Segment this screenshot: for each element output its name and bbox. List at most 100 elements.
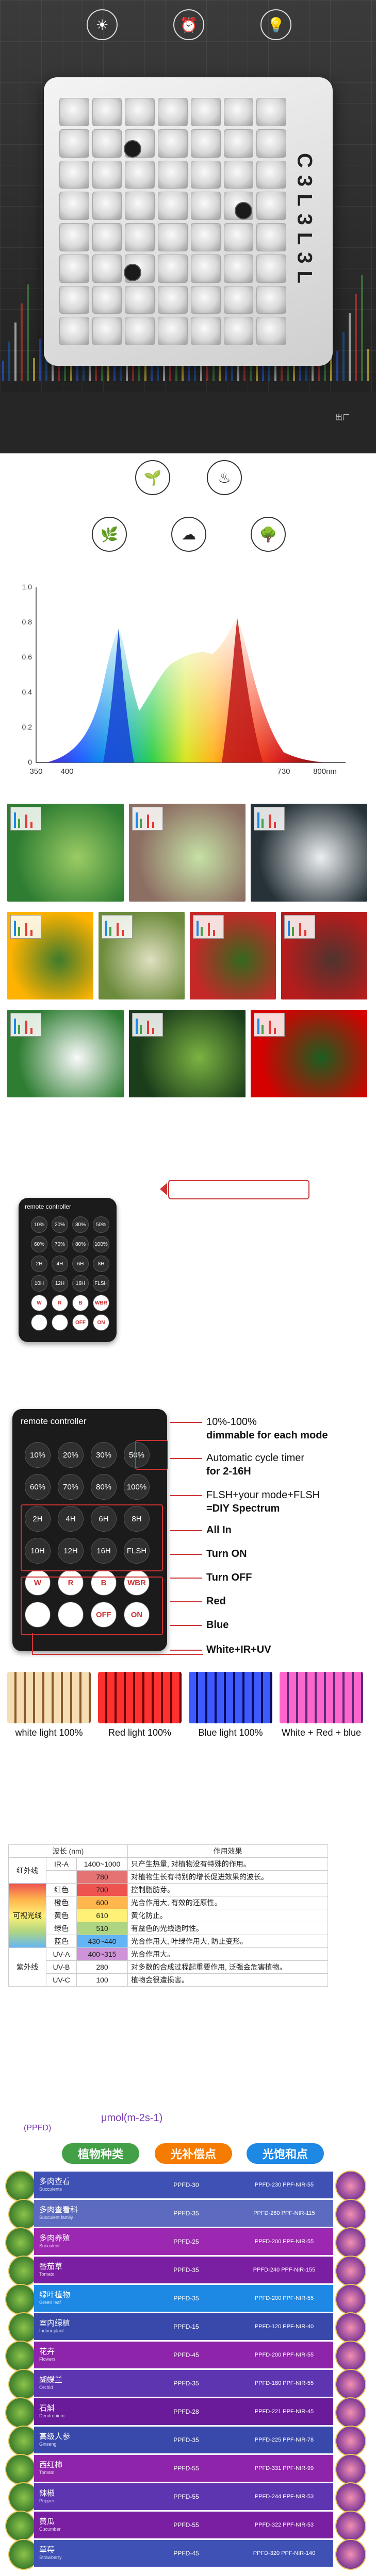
remote-button[interactable] — [25, 1602, 51, 1628]
remote-button[interactable]: 2H — [31, 1256, 47, 1272]
light-mode-label: Blue light 100% — [198, 1727, 263, 1738]
remote-button[interactable]: WBR — [93, 1295, 109, 1311]
led-cell — [223, 129, 254, 158]
remote-button[interactable]: R — [58, 1570, 84, 1596]
remote-button[interactable]: 20% — [58, 1442, 84, 1468]
saturation-cell: PPFD-230 PPF-NIR-55 — [254, 2182, 314, 2188]
plant-thumbnail — [335, 2426, 366, 2456]
compensation-cell: PPFD-15 — [173, 2323, 199, 2330]
remote-button[interactable]: R — [52, 1295, 68, 1311]
spectrum-spike — [336, 351, 338, 381]
plant-name-cn: 室内绿植 — [39, 2319, 71, 2328]
remote-button[interactable]: 10% — [25, 1442, 51, 1468]
remote-button[interactable]: 70% — [58, 1474, 84, 1500]
bulb-icon: 💡 — [260, 9, 291, 40]
mini-spectrum-icon — [102, 915, 133, 939]
remote-button[interactable]: 4H — [52, 1256, 68, 1272]
remote-button[interactable]: OFF — [72, 1314, 89, 1331]
remote-button[interactable]: 12H — [52, 1275, 68, 1292]
remote-button[interactable]: B — [91, 1570, 117, 1596]
led-cell — [92, 160, 122, 189]
remote-button[interactable]: 8H — [93, 1256, 109, 1272]
led-cell — [223, 285, 254, 314]
remote-button[interactable]: 80% — [72, 1236, 89, 1252]
remote-button[interactable]: 12H — [58, 1538, 84, 1564]
remote-label-box — [168, 1180, 309, 1199]
remote-button[interactable]: 2H — [25, 1506, 51, 1532]
y-tick-label: 0.2 — [22, 723, 32, 731]
led-cell — [59, 160, 89, 189]
plant-name-en: Pepper — [39, 2498, 55, 2503]
plant-name-en: Succulent — [39, 2243, 60, 2248]
compensation-cell: PPFD-35 — [173, 2436, 199, 2444]
sun-icon: ☀ — [87, 9, 118, 40]
led-cell — [190, 285, 221, 314]
remote-button[interactable]: 100% — [124, 1474, 150, 1500]
remote-button[interactable]: 10H — [25, 1538, 51, 1564]
remote-button[interactable]: 60% — [25, 1474, 51, 1500]
compensation-cell: PPFD-55 — [173, 2465, 199, 2472]
remote-button[interactable]: 20% — [52, 1216, 68, 1233]
remote-button[interactable]: FLSH — [93, 1275, 109, 1292]
remote-button[interactable]: 80% — [91, 1474, 117, 1500]
plant-name-cn: 花卉 — [39, 2347, 55, 2356]
spectrum-spike — [126, 350, 128, 381]
remote-button[interactable]: W — [25, 1570, 51, 1596]
fan-icon — [124, 140, 141, 158]
remote-button[interactable]: 50% — [124, 1442, 150, 1468]
remote-button[interactable]: 16H — [72, 1275, 89, 1292]
saturation-cell: PPFD-200 PPF-NIR-55 — [254, 2239, 314, 2245]
remote-button[interactable]: 70% — [52, 1236, 68, 1252]
remote-button[interactable]: 6H — [91, 1506, 117, 1532]
remote-button[interactable]: 30% — [91, 1442, 117, 1468]
remote-button[interactable]: 4H — [58, 1506, 84, 1532]
remote-button[interactable]: 30% — [72, 1216, 89, 1233]
remote-button[interactable]: 8H — [124, 1506, 150, 1532]
plant-name-cn: 多肉查看科 — [39, 2206, 78, 2214]
led-cell — [59, 223, 89, 251]
saturation-cell: PPFD-180 PPF-NIR-55 — [254, 2380, 314, 2386]
remote-button[interactable]: 16H — [91, 1538, 117, 1564]
table-range: 1400~1000 — [76, 1857, 128, 1871]
plant-thumbnail — [335, 2482, 366, 2513]
remote-button[interactable]: 100% — [93, 1236, 109, 1252]
remote-button[interactable]: WBR — [124, 1570, 150, 1596]
remote-button[interactable] — [58, 1602, 84, 1628]
led-cell — [92, 285, 122, 314]
y-tick-label: 0.8 — [22, 618, 32, 626]
light-mode-swatches: white light 100%Red light 100%Blue light… — [0, 1672, 376, 1744]
remote-button[interactable]: 10H — [31, 1275, 47, 1292]
remote-button[interactable]: 10% — [31, 1216, 47, 1233]
photo-leaves — [7, 804, 124, 902]
plant-name-en: Flowers — [39, 2357, 56, 2362]
remote-button[interactable]: 60% — [31, 1236, 47, 1252]
remote-button[interactable]: 50% — [93, 1216, 109, 1233]
plant-name-en: Succulents — [39, 2187, 62, 2192]
plant-name-cn: 西红柿 — [39, 2461, 63, 2469]
remote-button[interactable] — [31, 1314, 47, 1331]
photo-cactus-flower — [251, 804, 367, 902]
led-cell — [92, 98, 122, 126]
ppfd-unit: μmol(m-2s-1) — [101, 2112, 163, 2124]
remote-button[interactable]: ON — [124, 1602, 150, 1628]
led-cell — [92, 317, 122, 345]
remote-button[interactable]: 6H — [72, 1256, 89, 1272]
remote-button[interactable]: B — [72, 1295, 89, 1311]
led-cell — [158, 223, 188, 251]
remote-button[interactable] — [52, 1314, 68, 1331]
plant-thumbnail — [5, 2397, 36, 2428]
x-tick-label: 350 — [29, 767, 42, 776]
light-mode-swatch — [7, 1672, 91, 1723]
remote-button[interactable]: ON — [93, 1314, 109, 1331]
remote-button[interactable]: W — [31, 1295, 47, 1311]
remote-button[interactable]: FLSH — [124, 1538, 150, 1564]
remote-button[interactable]: OFF — [91, 1602, 117, 1628]
table-range: 610 — [76, 1909, 128, 1922]
